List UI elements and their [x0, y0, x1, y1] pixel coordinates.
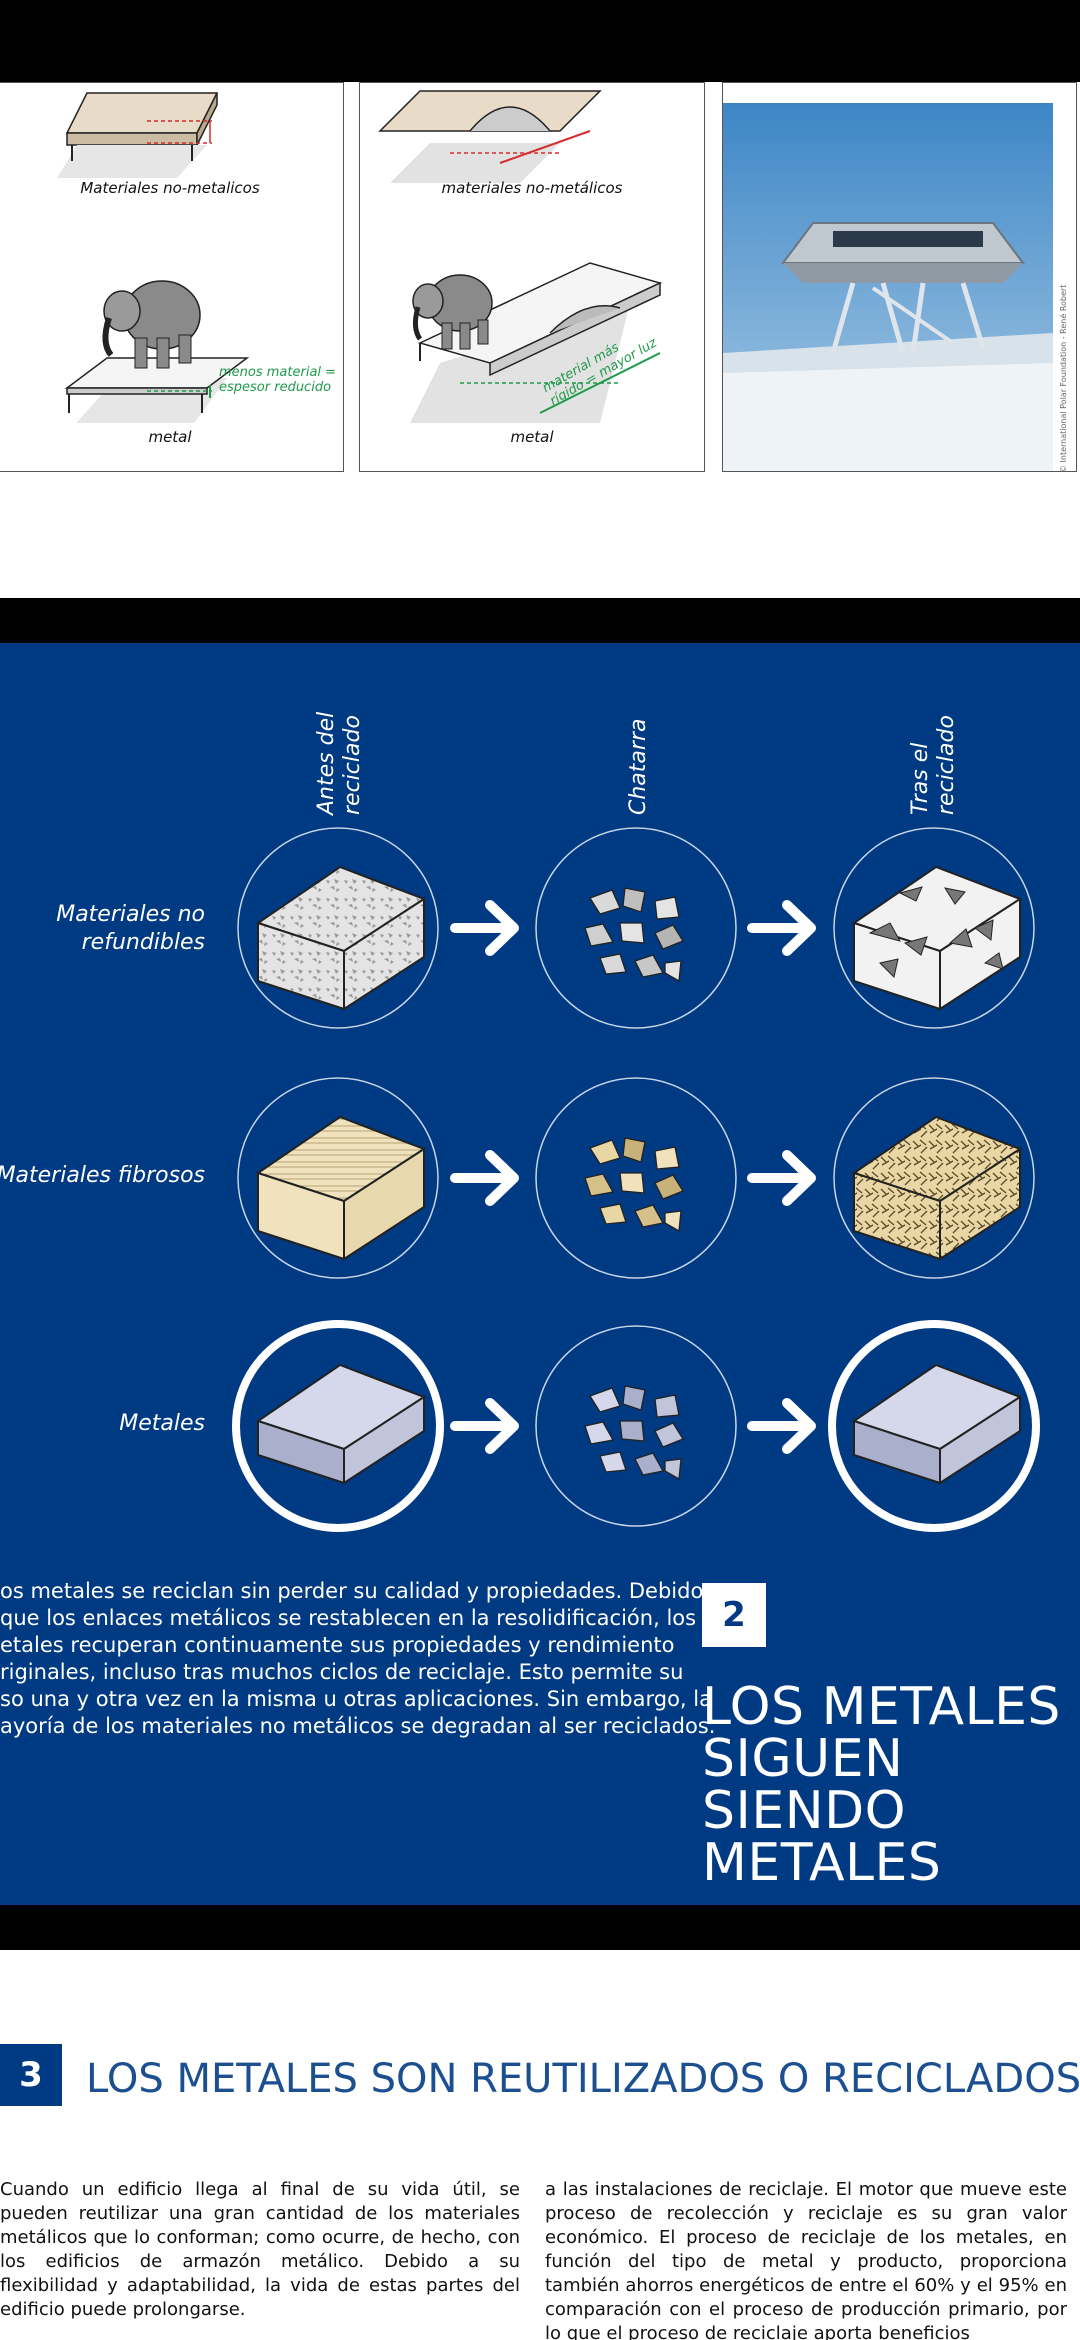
panel1-caption-top: Materiales no-metalicos: [80, 179, 260, 197]
scrap-metal: [584, 1385, 684, 1481]
section2-line: que los enlaces metálicos se restablecen…: [0, 1606, 697, 1630]
section3-column-2: a las instalaciones de reciclaje. El mot…: [545, 2179, 1067, 2340]
section2-line: os metales se reciclan sin perder su cal…: [0, 1579, 704, 1603]
panel-station-photo: © International Polar Foundation - René …: [722, 82, 1077, 473]
block-metal-after: [851, 1363, 1023, 1485]
section3-column-1: Cuando un edificio llega al final de su …: [0, 2179, 520, 2320]
top-black-bar: [0, 0, 1080, 82]
circle-fibrous-before: [237, 1077, 439, 1279]
elephant-slab-illustration: [64, 280, 250, 423]
arrow-icons: [450, 900, 816, 1454]
section2-title-line2: SIGUEN SIENDO: [702, 1729, 907, 1841]
circle-non-refundable-scrap: [535, 827, 737, 1029]
row-label-non-refundable-line1: Materiales no: [56, 902, 205, 927]
row-label-metals-line1: Metales: [119, 1411, 205, 1436]
vault-illustration-top: [378, 90, 602, 183]
circle-non-refundable-before: [237, 827, 439, 1029]
panel1-green-note: menos material = espesor reducido: [219, 365, 336, 395]
section3-title: LOS METALES SON REUTILIZADOS O RECICLADO…: [86, 2056, 1080, 2102]
circle-fibrous-scrap: [535, 1077, 737, 1279]
scrap-grey: [584, 887, 684, 983]
circle-fibrous-after: [833, 1077, 1035, 1279]
circle-metals-before: [232, 1320, 444, 1532]
section3-number-badge: 3: [0, 2044, 62, 2106]
circle-metals-scrap: [535, 1325, 737, 1527]
row-label-metals: Metales: [0, 1410, 205, 1438]
elephant-long-slab-illustration: [410, 262, 663, 423]
circle-metals-after: [828, 1320, 1040, 1532]
section2-paragraph: os metales se reciclan sin perder su cal…: [0, 1578, 716, 1740]
block-woodchip-after: [851, 1115, 1023, 1261]
slab-illustration-top: [57, 92, 219, 178]
bottom-black-bar: [0, 1905, 1080, 1950]
panel1-note-line1: menos material =: [219, 365, 337, 380]
block-speckled-after: [851, 865, 1023, 1011]
section2-line: so una y otra vez en la misma u otras ap…: [0, 1687, 712, 1711]
section2-line: ayoría de los materiales no metálicos se…: [0, 1714, 716, 1738]
panel-materials-span: materiales no-metálicos material más ríg…: [359, 82, 705, 472]
section2-number-badge: 2: [702, 1583, 766, 1647]
circle-non-refundable-after: [833, 827, 1035, 1029]
row-label-fibrous: Materiales fibrosos: [0, 1162, 205, 1190]
panel1-note-line2: espesor reducido: [219, 380, 332, 395]
section2-title-line1: LOS METALES: [702, 1677, 1061, 1737]
polar-station-photo: [723, 103, 1053, 471]
block-metal-before: [255, 1363, 427, 1485]
photo-credit: © International Polar Foundation - René …: [1059, 284, 1068, 473]
row-label-non-refundable: Materiales no refundibles: [0, 901, 205, 957]
recycling-diagram: [232, 827, 1040, 1532]
section2-title: LOS METALES SIGUEN SIENDO METALES: [702, 1681, 1080, 1889]
section2-line: etales recuperan continuamente sus propi…: [0, 1633, 675, 1657]
row-label-non-refundable-line2: refundibles: [81, 930, 205, 955]
panel-materials-thickness: Materiales no-metalicos menos material =…: [0, 82, 344, 472]
middle-black-bar: [0, 598, 1080, 643]
block-speckled-before: [255, 865, 427, 1011]
panel1-caption-bottom: metal: [148, 428, 192, 446]
section2-line: riginales, incluso tras muchos ciclos de…: [0, 1660, 684, 1684]
panel2-caption-top: materiales no-metálicos: [441, 179, 623, 197]
row-label-fibrous-line1: Materiales fibrosos: [0, 1163, 205, 1188]
section2-title-line3: METALES: [702, 1833, 942, 1893]
scrap-wood: [584, 1137, 684, 1233]
recycling-section: Antes del reciclado Chatarra Tras el rec…: [0, 643, 1080, 1905]
block-wood-before: [255, 1115, 427, 1261]
panel2-caption-bottom: metal: [510, 428, 554, 446]
